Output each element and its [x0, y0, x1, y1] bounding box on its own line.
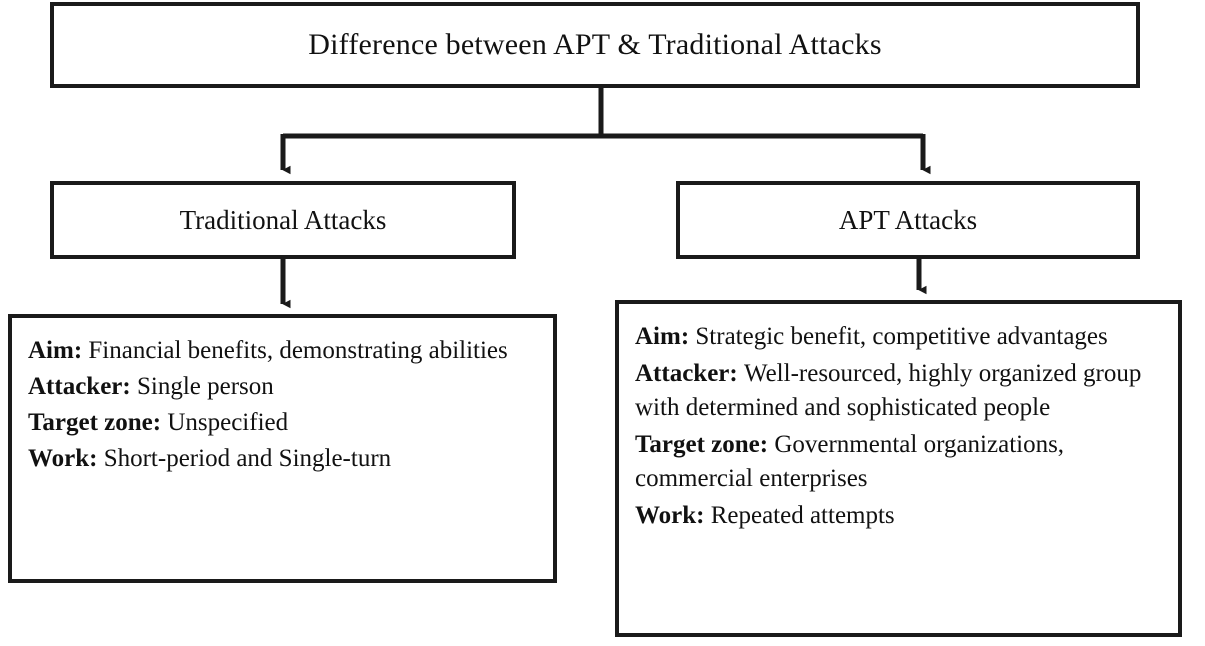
detail-key: Target zone:: [28, 409, 168, 436]
detail-box-traditional: Aim: Financial benefits, demonstrating a…: [8, 314, 557, 583]
detail-value: Governmental organizations, commercial e…: [635, 430, 1065, 493]
detail-value: Repeated attempts: [710, 501, 895, 529]
detail-row: Aim: Financial benefits, demonstrating a…: [28, 334, 539, 368]
detail-key: Work:: [28, 445, 104, 472]
node-apt-attacks-label: APT Attacks: [838, 204, 978, 235]
detail-key: Work:: [635, 501, 711, 529]
detail-value: Short-period and Single-turn: [103, 445, 392, 472]
node-apt-attacks: APT Attacks: [676, 181, 1140, 259]
detail-key: Aim:: [28, 337, 89, 364]
detail-row: Attacker: Well-resourced, highly organiz…: [635, 357, 1164, 426]
page-title: Difference between APT & Traditional Att…: [308, 28, 882, 61]
detail-value: Single person: [136, 373, 274, 400]
node-traditional-attacks-label: Traditional Attacks: [179, 204, 387, 235]
detail-value: Well-resourced, highly organized group w…: [635, 359, 1142, 422]
detail-row: Attacker: Single person: [28, 370, 539, 404]
detail-row: Work: Short-period and Single-turn: [28, 442, 539, 476]
detail-row: Target zone: Governmental organizations,…: [635, 428, 1164, 497]
detail-key: Attacker:: [635, 359, 744, 387]
detail-value: Strategic benefit, competitive advantage…: [695, 323, 1108, 350]
diagram-title-box: Difference between APT & Traditional Att…: [50, 2, 1140, 88]
detail-row: Target zone: Unspecified: [28, 406, 539, 440]
detail-row: Work: Repeated attempts: [635, 499, 1164, 534]
detail-key: Aim:: [635, 323, 696, 350]
detail-key: Target zone:: [635, 430, 775, 458]
detail-value: Financial benefits, demonstrating abilit…: [88, 337, 508, 364]
detail-row: Aim: Strategic benefit, competitive adva…: [635, 320, 1164, 355]
detail-key: Attacker:: [28, 373, 137, 400]
detail-box-apt: Aim: Strategic benefit, competitive adva…: [615, 300, 1182, 637]
node-traditional-attacks: Traditional Attacks: [50, 181, 516, 259]
detail-value: Unspecified: [167, 409, 289, 436]
